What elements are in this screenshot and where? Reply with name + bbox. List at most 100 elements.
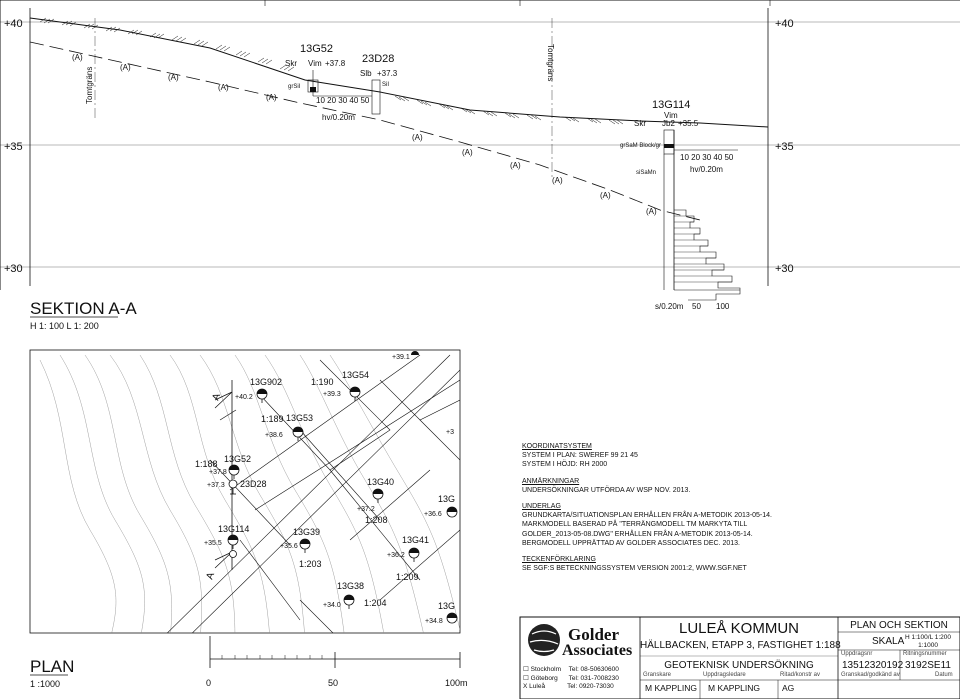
svg-text:(A): (A) [218,83,229,92]
svg-text:+34.0: +34.0 [323,602,341,609]
datum-label: Datum [935,672,953,678]
borehole-marker-icon [343,594,355,609]
svg-text:+3: +3 [446,429,454,436]
svg-text:hv/0.20m: hv/0.20m [690,165,723,174]
borehole-marker-icon [227,534,239,549]
notes-basis-line: BERGMODELL UPPRÄTTAD AV GOLDER ASSOCIATE… [522,539,740,547]
borehole-13g52: 13G52 Skr Vim +37.8 grSiI 10 20 30 40 50… [285,43,372,122]
ritningsnr-label: Ritningsnummer [903,651,947,657]
svg-text:+35.6: +35.6 [280,543,298,550]
borehole-marker-icon [299,538,311,553]
borehole-marker-icon [256,388,268,403]
svg-text:23D28: 23D28 [362,53,394,65]
svg-text:Skr: Skr [285,59,297,68]
svg-text:100m: 100m [445,678,468,688]
svg-text:+36.6: +36.6 [424,511,442,518]
plan-view: A A 13G902 +40.2 13G54 +39.3 13G53 +38.6… [29,349,468,689]
svg-text:13G114: 13G114 [218,524,249,534]
elev-label-30-right: +30 [775,263,794,275]
svg-text:(A): (A) [510,161,521,170]
svg-text:(A): (A) [168,73,179,82]
boundary-label-1: Tomtgräns [85,67,94,104]
svg-text:(A): (A) [72,53,83,62]
svg-text:+37.8: +37.8 [209,469,227,476]
svg-text:1:209: 1:209 [396,572,419,582]
logo-text-associates: Associates [562,642,633,659]
subject: GEOTEKNISK UNDERSÖKNING [664,660,814,671]
svg-text:13G114: 13G114 [652,99,690,111]
svg-text:SiI: SiI [382,82,389,88]
notes-basis-line: GOLDER_2013-05-08.DWG" ERHÅLLEN FRÅN A-M… [522,530,753,538]
svg-text:(A): (A) [462,148,473,157]
svg-text:13G41: 13G41 [402,535,429,545]
svg-text:+40.2: +40.2 [235,394,253,401]
notes-legend-heading: TECKENFÖRKLARING [522,556,596,564]
elev-label-35-left: +35 [4,141,23,153]
svg-text:13G902: 13G902 [250,377,282,387]
svg-text:13G52: 13G52 [300,43,333,55]
svg-text:Vim: Vim [664,111,678,120]
svg-text:1:188: 1:188 [195,459,218,469]
svg-text:+34.8: +34.8 [425,618,443,625]
title-block-frame [519,616,960,699]
svg-text:(A): (A) [552,176,563,185]
plan-title: PLAN [30,657,74,676]
scale-bar: 0 50 100m [206,636,468,688]
logo-text-golder: Golder [568,625,619,644]
svg-text:Vim: Vim [308,59,322,68]
godkand-label: Granskad/godkänd av [841,672,900,678]
ground-surface [29,17,769,128]
svg-text:+36.2: +36.2 [387,552,405,559]
notes-coord-line: SYSTEM I HÖJD: RH 2000 [522,461,608,469]
svg-text:+37.8: +37.8 [325,59,346,68]
notes-remarks-line: UNDERSÖKNINGAR UTFÖRDA AV WSP NOV. 2013. [522,486,691,494]
borehole-marker-icon [446,506,458,518]
notes-basis-line: GRUNDKARTA/SITUATIONSPLAN ERHÅLLEN FRÅN … [522,512,772,520]
section-marker-bottom: A [204,571,217,581]
drawing-title: PLAN OCH SEKTION [850,620,948,631]
svg-text:13G39: 13G39 [293,527,320,537]
contour-lines [39,354,460,633]
svg-text:13G: 13G [438,494,455,504]
svg-text:13G53: 13G53 [286,413,313,423]
ritad-value: AG [782,683,795,693]
section-view: +40 +35 +30 +40 +35 +30 (A) (A) (A) (A) … [0,0,960,331]
svg-text:13G52: 13G52 [224,454,251,464]
svg-text:+37.2: +37.2 [357,506,375,513]
project-name: HÄLLBACKEN, ETAPP 3, FASTIGHET 1:188 [640,640,841,651]
svg-text:+35.5: +35.5 [204,540,222,547]
property-lines [166,354,460,633]
notes-coord-line: SYSTEM I PLAN: SWEREF 99 21 45 [522,452,638,460]
client-name: LULEÅ KOMMUN [678,620,800,637]
svg-text:10 20 30 40 50: 10 20 30 40 50 [316,96,370,105]
borehole-marker-icon [228,479,238,495]
svg-text:50: 50 [692,302,701,311]
uppdragsledare-value: M KAPPLING [708,683,760,693]
scale-value: H 1:100/L 1:200 1:1000 [905,634,952,649]
elev-label-40-left: +40 [4,18,23,30]
svg-text:+37.3: +37.3 [377,69,398,78]
svg-text:hv/0.20m: hv/0.20m [322,113,355,122]
ritningsnr-value: 3192SE11 [905,660,951,671]
borehole-marker-icon [349,386,361,401]
svg-text:Skr: Skr [634,119,646,128]
ritad-label: Ritad/konstr av [780,672,821,678]
borehole-marker-icon [372,488,384,503]
svg-text:(A): (A) [120,63,131,72]
svg-text:1:189: 1:189 [261,414,284,424]
svg-text:+38.6: +38.6 [265,432,283,439]
uppdragsnr-value: 13512320192 [842,660,904,671]
svg-text:(A): (A) [646,207,657,216]
svg-text:+39.3: +39.3 [323,391,341,398]
interpreted-layer-line [29,41,701,221]
svg-text:10 20 30 40 50: 10 20 30 40 50 [680,153,734,162]
elev-label-40-right: +40 [775,18,794,30]
svg-text:13G38: 13G38 [337,581,364,591]
granskare-label: Granskare [643,672,672,678]
boundary-label-2: Tomtgräns [546,44,555,81]
soil-markers: (A) (A) (A) (A) (A) (A) (A) (A) (A) (A) … [72,53,657,216]
elev-label-35-right: +35 [775,141,794,153]
drawing-notes: KOORDINATSYSTEM SYSTEM I PLAN: SWEREF 99… [522,442,772,573]
svg-text:100: 100 [716,302,730,311]
